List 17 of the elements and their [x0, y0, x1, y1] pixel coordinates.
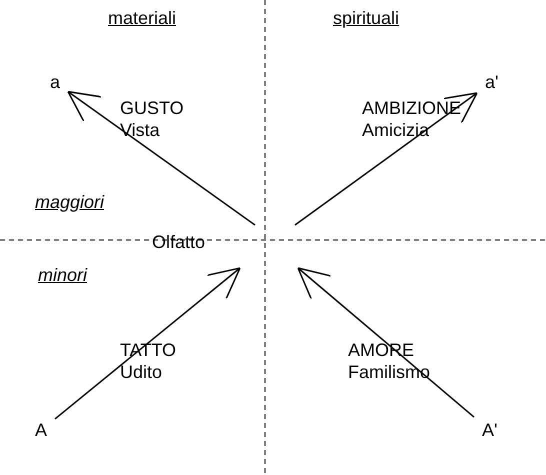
point-label: a [50, 72, 60, 93]
quadrant-label: Udito [120, 362, 162, 383]
category-label: maggiori [35, 192, 104, 213]
point-label: a' [485, 72, 498, 93]
category-label: minori [38, 265, 88, 286]
point-label: A [35, 420, 48, 441]
quadrant-label: Amicizia [362, 120, 430, 141]
heading-label: spirituali [333, 8, 400, 29]
quadrant-label: Olfatto [152, 232, 206, 253]
point-label: A' [482, 420, 498, 441]
quadrant-label: GUSTO [120, 98, 184, 119]
arrow [54, 267, 241, 420]
heading-label: materiali [108, 8, 176, 29]
arrow [67, 90, 256, 226]
arrow [297, 267, 474, 418]
arrow [294, 92, 478, 226]
quadrant-label: Vista [120, 120, 160, 141]
